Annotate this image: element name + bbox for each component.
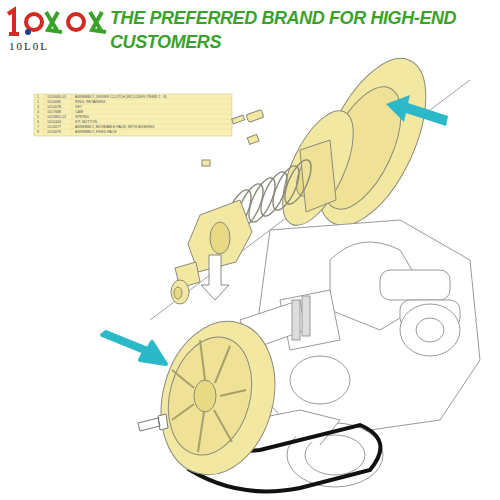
- item-number: 1: [37, 95, 39, 99]
- part-description: KIT, BUTTON: [75, 120, 97, 124]
- highlight-arrow: [102, 332, 166, 364]
- item-number: 2: [37, 100, 39, 104]
- item-number: 5: [37, 115, 39, 119]
- part-description: RING, RETAINING: [75, 100, 105, 104]
- driven-clutch-installed: [145, 308, 292, 487]
- brand-name: 10L0L: [9, 40, 49, 52]
- part-description: SPRING: [75, 115, 89, 119]
- logo-icon: [8, 10, 106, 35]
- item-number: 8: [37, 130, 39, 134]
- item-number: 4: [37, 110, 39, 114]
- pointer-arrow: [201, 255, 229, 300]
- part-description: CAM: [75, 110, 83, 114]
- part-number: 1014077: [47, 125, 61, 129]
- item-number: 6: [37, 120, 39, 124]
- mounting-bolt: [138, 414, 168, 431]
- parts-table: [34, 94, 232, 136]
- table-rules: [34, 94, 232, 136]
- item-number: 3: [37, 105, 39, 109]
- part-description: ASSEMBLY, MOVEABLE FACE, WITH BUSHING: [75, 125, 154, 129]
- part-number: 1014078: [47, 105, 61, 109]
- part-number: 1016840-01: [47, 95, 66, 99]
- part-number: 1014076: [47, 130, 61, 134]
- item-number: 7: [37, 125, 39, 129]
- part-number: 1014080: [47, 100, 61, 104]
- part-number: 1014444: [47, 120, 61, 124]
- part-number: 1015862-01: [47, 115, 66, 119]
- part-number: 1017688: [47, 110, 61, 114]
- part-description: KEY: [75, 105, 82, 109]
- headline: THE PREFERRED BRAND FOR HIGH-END CUSTOME…: [110, 6, 495, 54]
- highlight-arrow: [386, 95, 448, 126]
- part-description: ASSEMBLY, FIXED FACE: [75, 130, 117, 134]
- part-description: ASSEMBLY, DRIVEN CLUTCH (INCLUDES ITEMS …: [75, 95, 167, 99]
